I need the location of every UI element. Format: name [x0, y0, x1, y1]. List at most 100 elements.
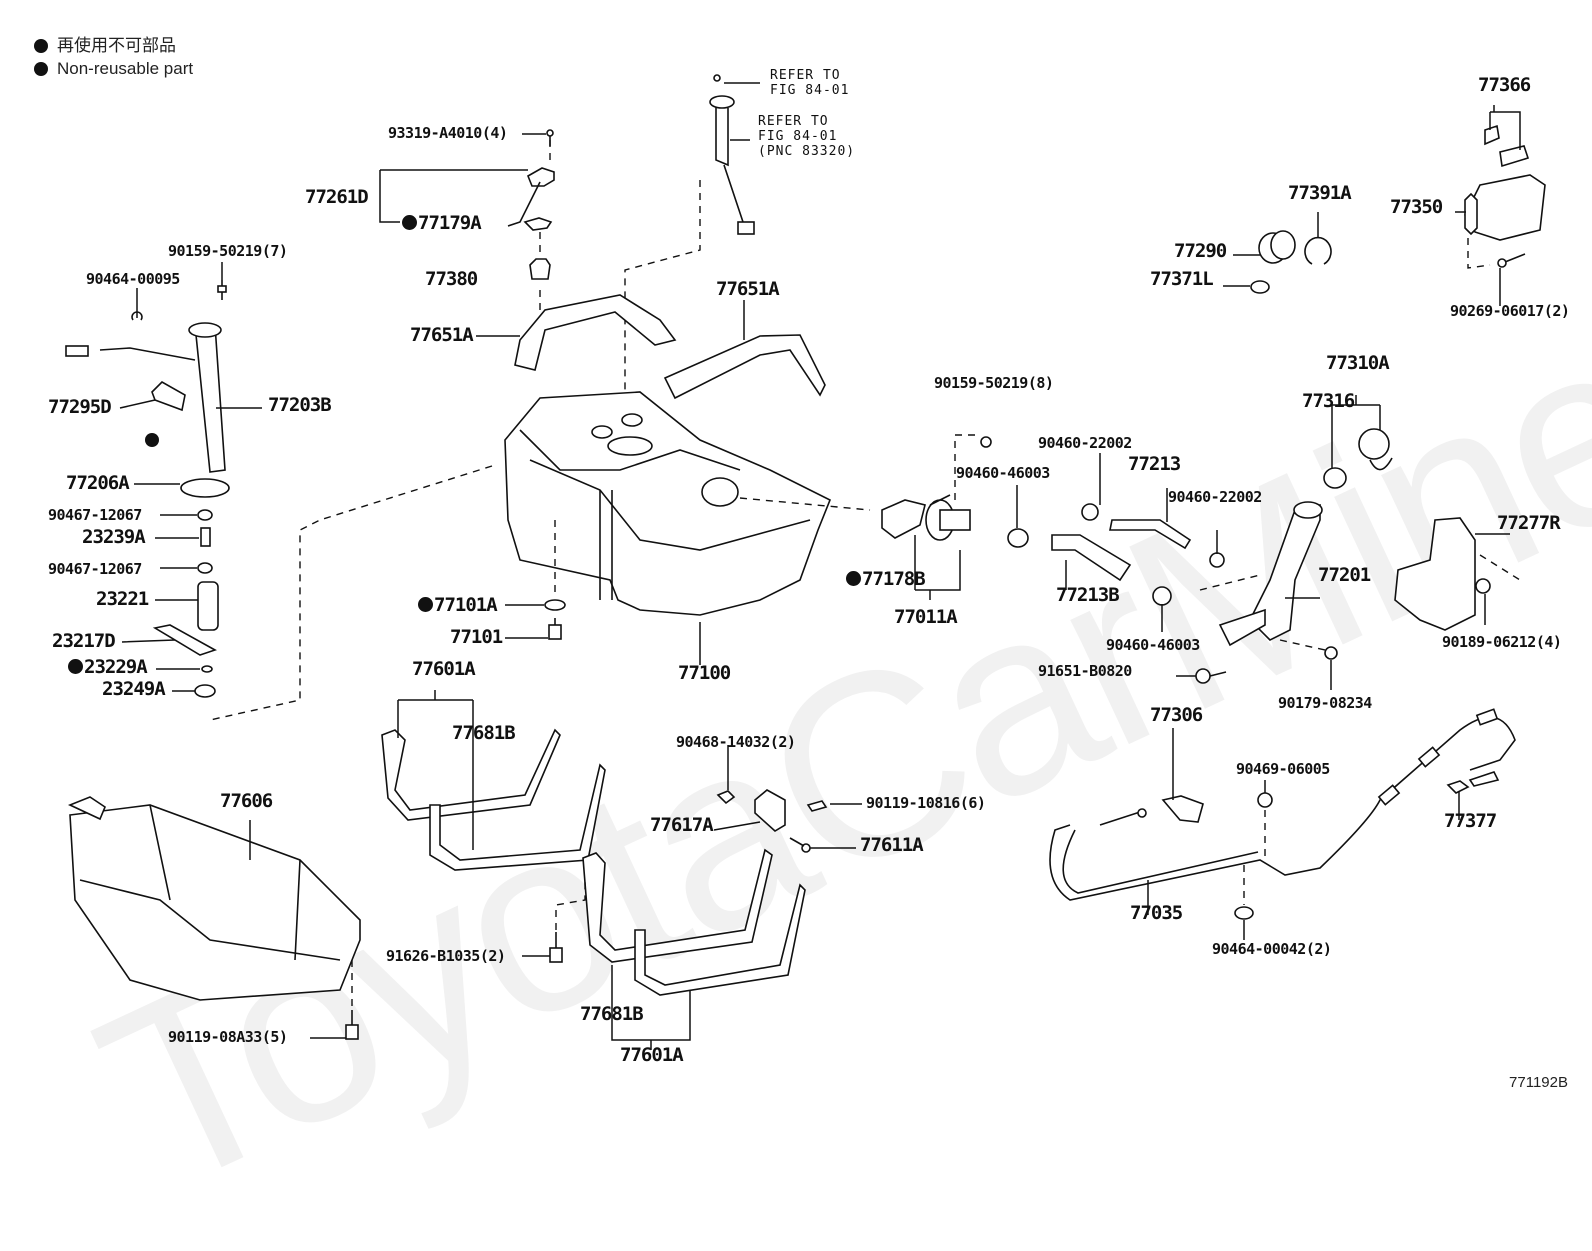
hose-77213b[interactable]	[1051, 534, 1132, 582]
label-77651a-left[interactable]: 77651A	[410, 324, 474, 346]
clamp-90460-46003-bottom[interactable]	[1152, 586, 1172, 606]
gasket-77101a[interactable]	[544, 599, 566, 611]
label-90159-50219-8[interactable]: 90159-50219(8)	[934, 374, 1054, 392]
label-90119-08a33[interactable]: 90119-08A33(5)	[168, 1028, 288, 1046]
hose-23239a[interactable]	[200, 527, 211, 547]
fuel-cap-77310a[interactable]	[1358, 428, 1393, 471]
bolt-91651-b0820[interactable]	[1195, 668, 1227, 684]
label-77290[interactable]: 77290	[1174, 240, 1227, 262]
bolt-77611a[interactable]	[789, 837, 811, 853]
label-77371l[interactable]: 77371L	[1150, 268, 1214, 290]
label-90464-00042[interactable]: 90464-00042(2)	[1212, 940, 1332, 958]
label-77213b[interactable]: 77213B	[1056, 584, 1120, 606]
bracket-77617a[interactable]	[754, 789, 786, 832]
label-90460-22002-right[interactable]: 90460-22002	[1168, 488, 1262, 506]
label-77035[interactable]: 77035	[1130, 902, 1183, 924]
label-77310a[interactable]: 77310A	[1326, 352, 1390, 374]
label-77100[interactable]: 77100	[678, 662, 731, 684]
label-77681b-bottom[interactable]: 77681B	[580, 1003, 644, 1025]
lock-77377[interactable]	[1446, 771, 1500, 794]
label-77316[interactable]: 77316	[1302, 390, 1355, 412]
label-91626-b1035[interactable]: 91626-B1035(2)	[386, 947, 506, 965]
strap-77601a-top[interactable]	[381, 728, 561, 821]
screw-90159-8[interactable]	[980, 436, 992, 448]
tank-band-77651a-right[interactable]	[663, 334, 826, 400]
label-77201[interactable]: 77201	[1318, 564, 1371, 586]
fuel-sender-84-01[interactable]	[709, 74, 755, 235]
hose-77213[interactable]	[1109, 519, 1192, 550]
label-77306[interactable]: 77306	[1150, 704, 1203, 726]
lever-77306[interactable]	[1161, 795, 1204, 823]
label-77617a[interactable]: 77617A	[650, 814, 714, 836]
filler-pipe-77201[interactable]	[1218, 501, 1323, 647]
label-77681b-top[interactable]: 77681B	[452, 722, 516, 744]
label-77179a[interactable]: 77179A	[402, 214, 482, 233]
bolt-91626-b1035[interactable]	[549, 932, 563, 963]
fuel-lid-77350[interactable]	[1464, 174, 1546, 241]
clamp-90460-46003-top[interactable]	[1007, 528, 1029, 548]
label-90179-08234[interactable]: 90179-08234	[1278, 694, 1372, 712]
tank-band-77651a-left[interactable]	[514, 294, 677, 371]
label-90467-12067-b[interactable]: 90467-12067	[48, 560, 142, 578]
label-77606[interactable]: 77606	[220, 790, 273, 812]
clamp-90460-22002-right[interactable]	[1209, 552, 1225, 568]
gasket-77316[interactable]	[1323, 467, 1347, 489]
label-90269-06017[interactable]: 90269-06017(2)	[1450, 302, 1570, 320]
label-90189-06212[interactable]: 90189-06212(4)	[1442, 633, 1562, 651]
bolt-90119-08a33[interactable]	[345, 1010, 359, 1040]
filter-77295d[interactable]	[151, 381, 186, 412]
label-77206a[interactable]: 77206A	[66, 472, 130, 494]
label-90159-50219-7[interactable]: 90159-50219(7)	[168, 242, 288, 260]
label-refer-fig-84-01-b[interactable]: REFER TO FIG 84-01 (PNC 83320)	[758, 114, 856, 159]
label-refer-fig-84-01-a[interactable]: REFER TO FIG 84-01	[770, 68, 850, 98]
clamp-90464-00042[interactable]	[1234, 906, 1254, 920]
bolt-90189-06212[interactable]	[1475, 578, 1491, 594]
label-77178b[interactable]: 77178B	[846, 570, 926, 589]
gasket-77206a[interactable]	[180, 478, 230, 498]
label-90464-00095[interactable]: 90464-00095	[86, 270, 180, 288]
label-77366[interactable]: 77366	[1478, 74, 1531, 96]
label-77350[interactable]: 77350	[1390, 196, 1443, 218]
label-23217d[interactable]: 23217D	[52, 630, 116, 652]
label-77391a[interactable]: 77391A	[1288, 182, 1352, 204]
screw-90159-7[interactable]	[217, 280, 227, 300]
inlet-77011a[interactable]	[925, 494, 971, 541]
opener-cable-77035[interactable]	[1049, 708, 1516, 901]
nut-90179-08234[interactable]	[1324, 646, 1338, 660]
label-90460-46003-bottom[interactable]: 90460-46003	[1106, 636, 1200, 654]
label-77611a[interactable]: 77611A	[860, 834, 924, 856]
grommet-77290[interactable]	[1258, 230, 1296, 264]
label-90460-22002-left[interactable]: 90460-22002	[1038, 434, 1132, 452]
strap-77681b-top[interactable]	[429, 763, 606, 871]
screw-90269-06017[interactable]	[1497, 253, 1526, 268]
label-90467-12067-a[interactable]: 90467-12067	[48, 506, 142, 524]
label-77601a-top[interactable]: 77601A	[412, 658, 476, 680]
label-77295d[interactable]: 77295D	[48, 396, 112, 418]
filter-23217d[interactable]	[152, 624, 217, 656]
clamp-90469-06005[interactable]	[1257, 792, 1273, 808]
label-77203b[interactable]: 77203B	[268, 394, 332, 416]
label-90469-06005[interactable]: 90469-06005	[1236, 760, 1330, 778]
strap-77601a-bottom[interactable]	[634, 883, 806, 996]
label-77380[interactable]: 77380	[425, 268, 478, 290]
label-90119-10816[interactable]: 90119-10816(6)	[866, 794, 986, 812]
label-90468-14032[interactable]: 90468-14032(2)	[676, 733, 796, 751]
label-93319-a4010[interactable]: 93319-A4010(4)	[388, 124, 508, 142]
label-23221[interactable]: 23221	[96, 588, 149, 610]
label-23239a[interactable]: 23239A	[82, 526, 146, 548]
fuel-tank-77100[interactable]	[504, 391, 832, 616]
clamp-90460-22002-left[interactable]	[1081, 503, 1099, 521]
hinge-77366[interactable]	[1484, 124, 1530, 168]
clamp-90467-a[interactable]	[197, 509, 213, 521]
retainer-23249a[interactable]	[194, 684, 216, 698]
fuel-pump-23221[interactable]	[197, 581, 219, 631]
bolt-90119-10816[interactable]	[806, 800, 828, 812]
label-77011a[interactable]: 77011A	[894, 606, 958, 628]
gasket-77178b[interactable]	[881, 499, 926, 539]
label-77377[interactable]: 77377	[1444, 810, 1497, 832]
sender-gauge-77261d[interactable]	[507, 167, 555, 280]
label-77213[interactable]: 77213	[1128, 453, 1181, 475]
label-91651-b0820[interactable]: 91651-B0820	[1038, 662, 1132, 680]
label-77601a-bottom[interactable]: 77601A	[620, 1044, 684, 1066]
screw-93319[interactable]	[546, 129, 554, 146]
